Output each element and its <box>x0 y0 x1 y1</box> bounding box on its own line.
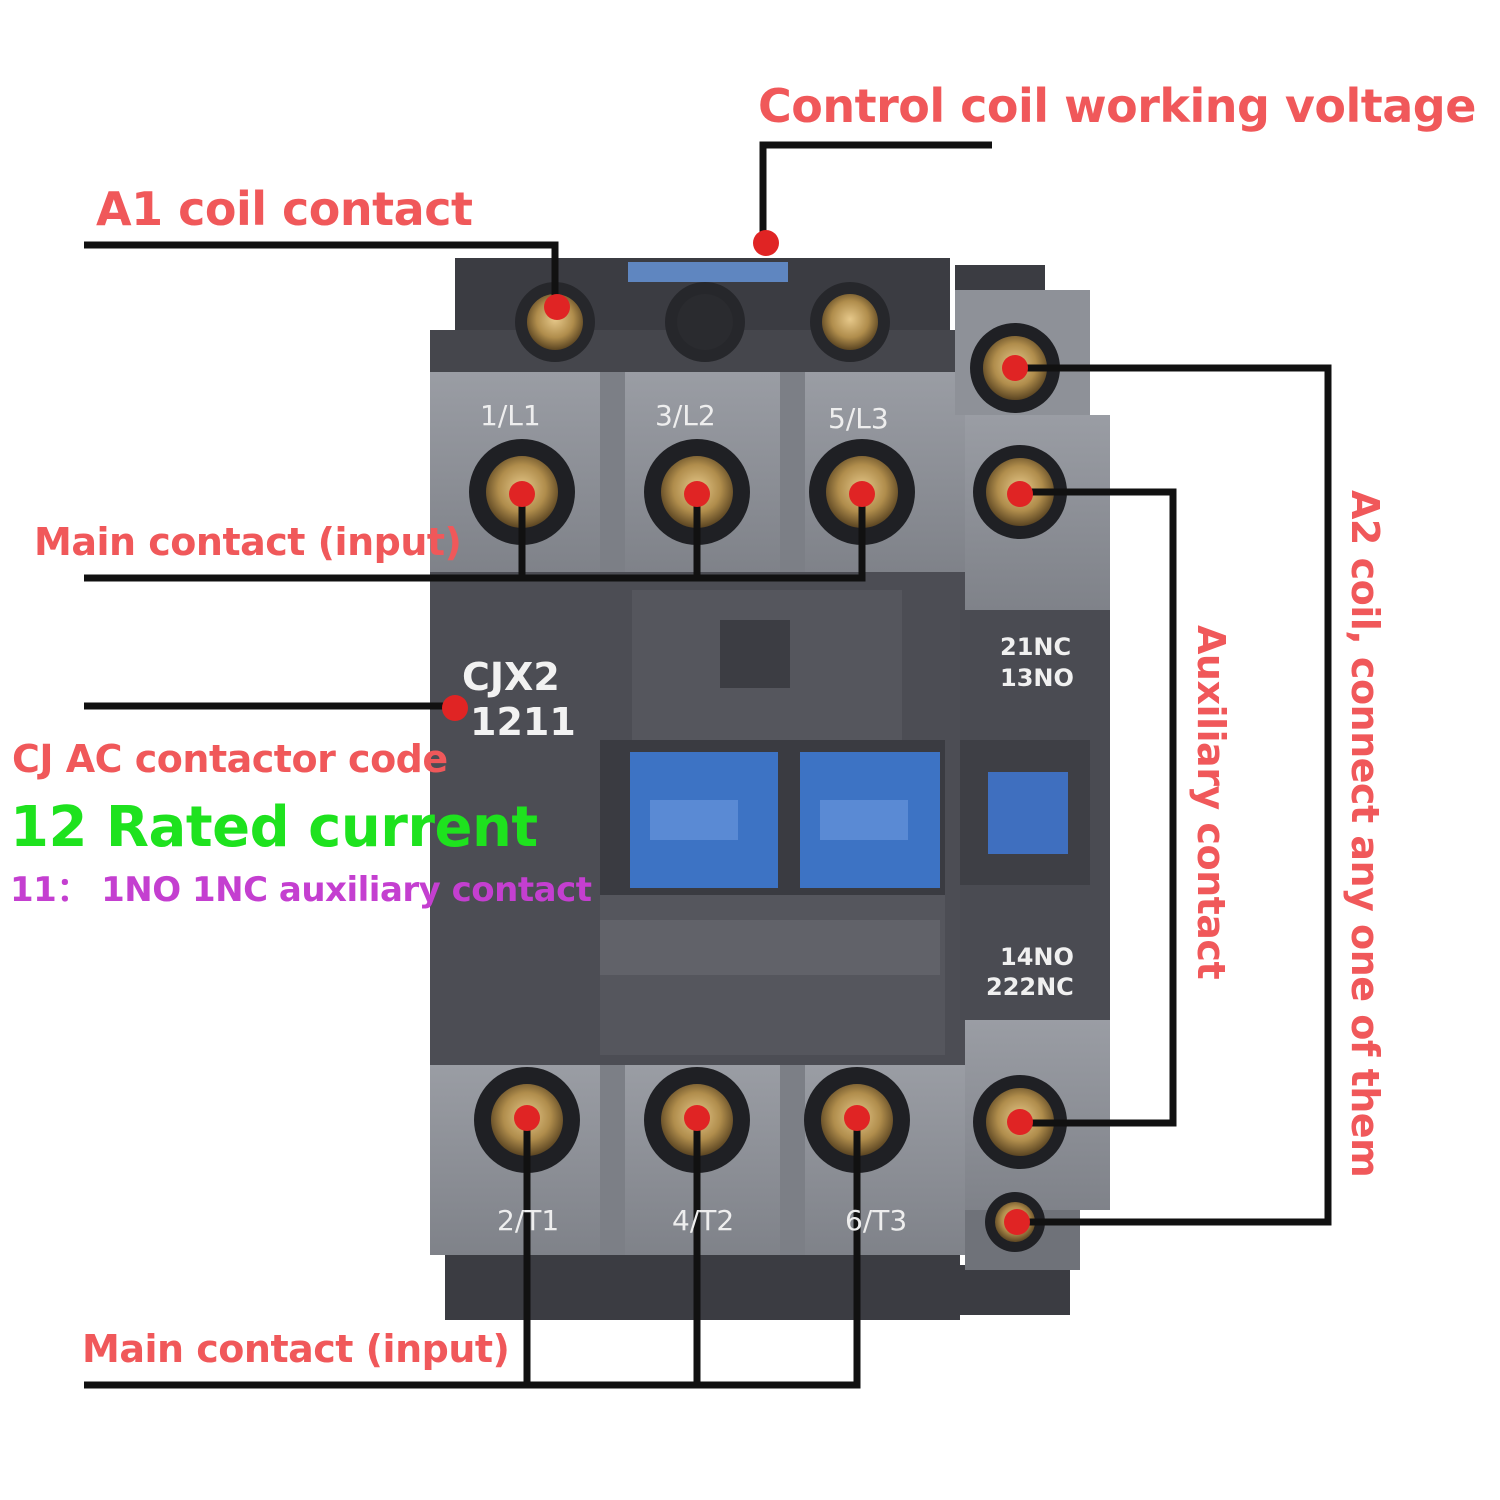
aux-bottom-no: 14NO <box>1000 943 1074 971</box>
terminal-label-t1: 2/T1 <box>497 1204 559 1237</box>
callout-markers <box>442 230 1033 1235</box>
model-number: 1211 <box>470 700 576 744</box>
terminal-label-l3: 5/L3 <box>828 402 889 435</box>
auxiliary-block <box>955 290 1110 1270</box>
armature-window <box>600 590 945 1055</box>
label-main-contact-top: Main contact (input) <box>34 520 462 564</box>
terminal-label-l1: 1/L1 <box>480 399 541 432</box>
aux-bottom-nc: 222NC <box>986 973 1074 1001</box>
label-auxiliary-contact: Auxiliary contact <box>1189 625 1233 980</box>
label-control-coil-voltage: Control coil working voltage <box>758 79 1476 133</box>
terminal-label-t2: 4/T2 <box>672 1204 734 1237</box>
label-rated-current: 12 Rated current <box>10 795 538 860</box>
device-markings: 1/L1 3/L2 5/L3 2/T1 4/T2 6/T3 CJX2 1211 … <box>462 399 1074 1237</box>
terminal-label-t3: 6/T3 <box>845 1204 907 1237</box>
leader-lines <box>84 141 1332 1389</box>
label-contactor-code: CJ AC contactor code <box>12 737 448 781</box>
label-a1-coil-contact: A1 coil contact <box>96 182 473 236</box>
aux-top-nc: 21NC <box>1000 633 1071 661</box>
label-a2-coil: A2 coil, connect any one of them <box>1343 490 1387 1178</box>
terminal-label-l2: 3/L2 <box>655 399 716 432</box>
label-main-contact-bottom: Main contact (input) <box>82 1327 510 1371</box>
label-aux-contact-desc: 11： 1NO 1NC auxiliary contact <box>10 870 592 910</box>
aux-top-no: 13NO <box>1000 664 1074 692</box>
model-name: CJX2 <box>462 655 560 699</box>
